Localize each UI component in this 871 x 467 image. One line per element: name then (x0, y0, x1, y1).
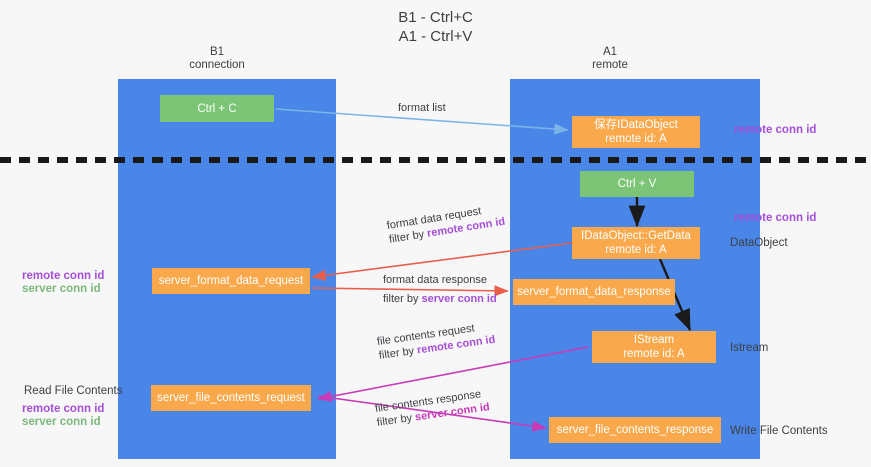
side-label-remote-conn-id-mid: remote conn id (734, 212, 817, 224)
side-label-left-server-conn-id-mid: server conn id (22, 283, 101, 295)
page-title: B1 - Ctrl+C A1 - Ctrl+V (398, 9, 473, 45)
box-server-file-contents-request[interactable]: server_file_contents_request (151, 385, 311, 411)
side-label-dataobject: DataObject (730, 237, 788, 249)
side-label-left-server-conn-id-bottom: server conn id (22, 416, 101, 428)
box-ctrl-v[interactable]: Ctrl + V (580, 171, 694, 197)
box-server-format-data-response[interactable]: server_format_data_response (513, 279, 675, 305)
edge-label-file-contents-request: file contents request filter by remote c… (376, 319, 496, 363)
filter-prefix: filter by (383, 293, 422, 305)
column-header-a1: A1 remote (592, 46, 628, 71)
edge-label-format-data-response: format data response filter by server co… (383, 273, 497, 306)
side-label-istream: Istream (730, 342, 769, 354)
edge-label-format-data-response-filter: filter by server conn id (383, 292, 497, 306)
edge-label-format-list: format list (398, 102, 446, 114)
edge-label-file-contents-response: file contents response filter by server … (374, 386, 491, 430)
side-label-left-remote-conn-id-mid: remote conn id (22, 270, 105, 282)
box-server-format-data-request[interactable]: server_format_data_request (152, 268, 310, 294)
section-divider (0, 157, 871, 163)
side-label-write-file-contents: Write File Contents (730, 425, 828, 437)
filter-prefix: filter by (376, 411, 416, 429)
edge-label-format-data-response-text: format data response (383, 274, 487, 286)
edge-label-format-data-request: format data request filter by remote con… (386, 201, 506, 247)
side-label-remote-conn-id-top: remote conn id (734, 124, 817, 136)
box-ctrl-c[interactable]: Ctrl + C (160, 95, 274, 122)
side-label-read-file-contents: Read File Contents (24, 385, 123, 397)
side-label-left-remote-conn-id-bottom: remote conn id (22, 403, 105, 415)
box-server-file-contents-response[interactable]: server_file_contents_response (549, 417, 721, 443)
filter-prefix: filter by (378, 344, 418, 362)
box-save-idataobject[interactable]: 保存IDataObject remote id: A (572, 116, 700, 148)
column-header-b1: B1 connection (189, 46, 245, 71)
filter-value-server-conn-id: server conn id (421, 293, 497, 305)
box-istream[interactable]: IStream remote id: A (592, 331, 716, 363)
box-idataobject-getdata[interactable]: IDataObject::GetData remote id: A (572, 227, 700, 259)
